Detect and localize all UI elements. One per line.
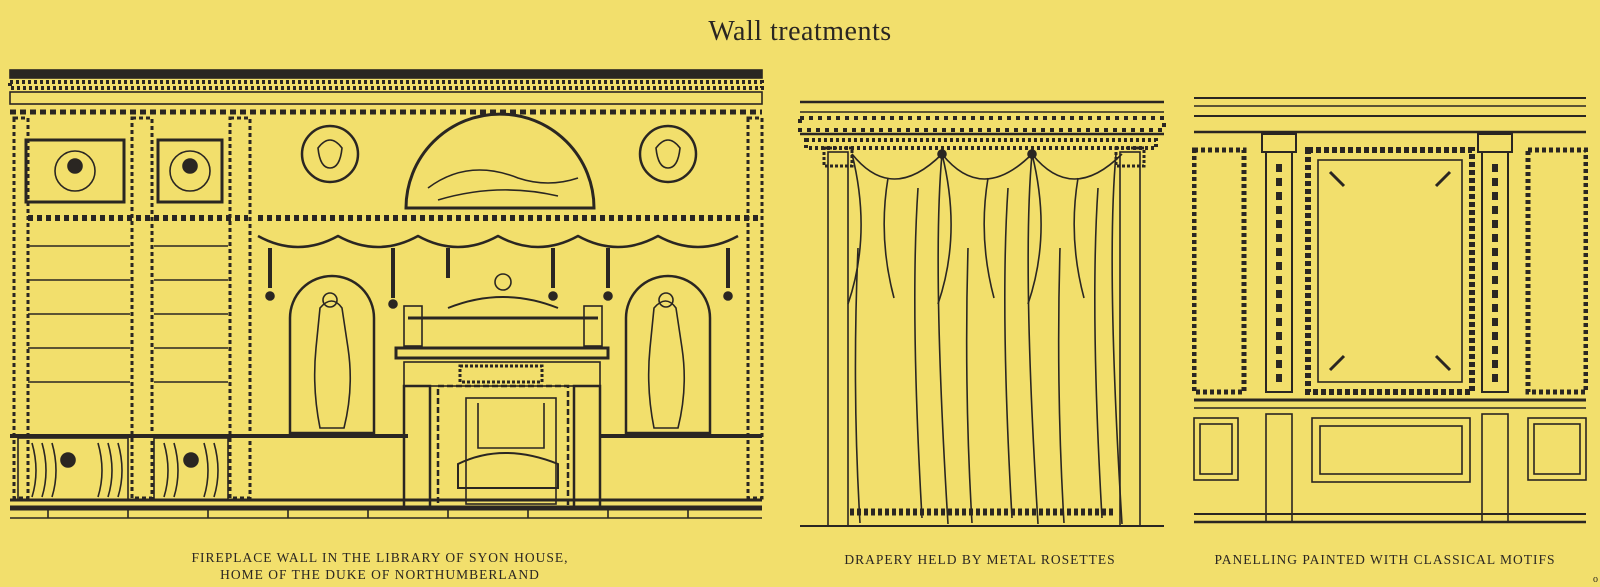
panelling-drawing <box>1192 97 1588 524</box>
panelling-illustration <box>1192 94 1588 534</box>
drapery-drawing <box>798 100 1166 527</box>
fireplace-wall-drawing <box>8 69 764 519</box>
page-title: Wall treatments <box>708 16 892 47</box>
fireplace-wall-illustration <box>8 68 766 530</box>
drapery-illustration <box>798 98 1168 534</box>
panelling-caption: PANELLING PAINTED WITH CLASSICAL MOTIFS <box>1214 552 1556 567</box>
page-mark: o <box>1593 574 1598 585</box>
fireplace-caption-line2: HOME OF THE DUKE OF NORTHUMBERLAND <box>220 567 540 582</box>
fireplace-caption-line1: FIREPLACE WALL IN THE LIBRARY OF SYON HO… <box>191 550 569 565</box>
fireplace-caption: FIREPLACE WALL IN THE LIBRARY OF SYON HO… <box>100 549 660 583</box>
drapery-caption: DRAPERY HELD BY METAL ROSETTES <box>844 552 1116 567</box>
